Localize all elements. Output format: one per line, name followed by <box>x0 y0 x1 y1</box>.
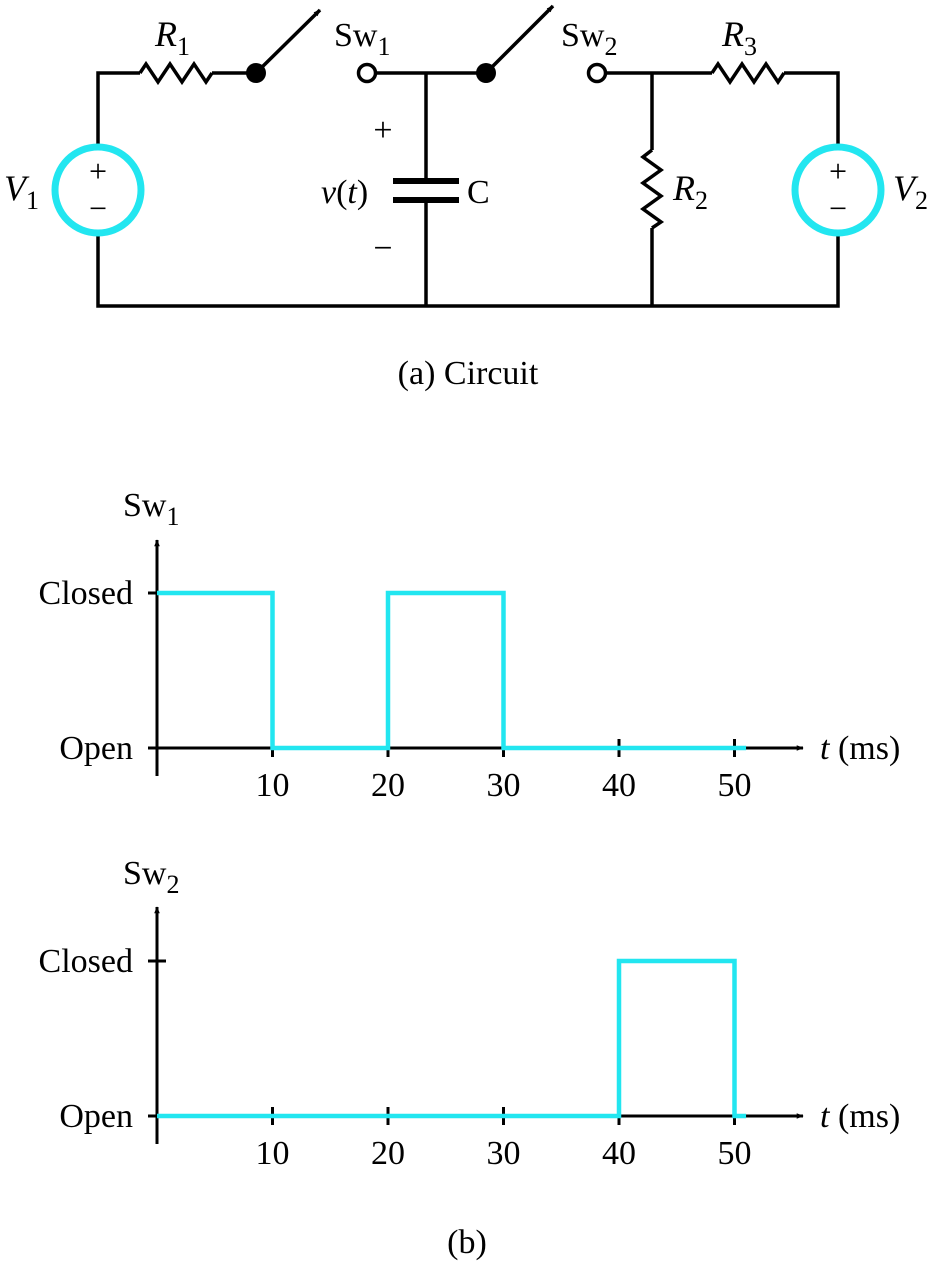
x-tick-label: 20 <box>371 767 405 804</box>
r1-resistor <box>138 60 214 86</box>
v2-plus: + <box>829 153 847 189</box>
x-tick-label: 20 <box>371 1135 405 1172</box>
v1-minus: − <box>89 190 107 226</box>
switch-state-line <box>157 590 747 751</box>
r2-resistor <box>640 148 665 230</box>
y-tick-label-closed: Closed <box>39 575 133 612</box>
plot-title: Sw2 <box>123 855 179 899</box>
x-tick-label: 10 <box>256 767 290 804</box>
sw1-label: Sw1 <box>334 17 390 61</box>
x-axis-label: t (ms) <box>820 730 900 767</box>
r3-label: R3 <box>721 14 757 61</box>
r1-label: R1 <box>154 14 190 61</box>
sw2-switch <box>476 4 608 84</box>
wires <box>96 71 840 308</box>
v2-minus: − <box>829 190 847 226</box>
x-tick-label: 30 <box>487 1135 521 1172</box>
circuit: + − + − R1 R3 R2 Sw1 Sw2 V1 V2 C v(t) + … <box>4 4 928 392</box>
y-tick-label-open: Open <box>59 1098 133 1135</box>
capacitor-label: C <box>467 174 490 211</box>
v1-source: + − <box>51 143 145 237</box>
v1-label: V1 <box>4 168 39 215</box>
r3-resistor <box>710 60 786 86</box>
x-tick-label: 50 <box>718 767 752 804</box>
capacitor <box>393 178 459 203</box>
v1-plus: + <box>89 153 107 189</box>
caption-b: (b) <box>447 1224 487 1261</box>
y-tick-label-closed: Closed <box>39 943 133 980</box>
x-tick-label: 10 <box>256 1135 290 1172</box>
sw1-timing-plot: Open Closed 10 20 30 40 50 Sw1 t (ms) <box>39 487 901 804</box>
caption-a: (a) Circuit <box>398 355 539 392</box>
v2-label: V2 <box>893 168 928 215</box>
x-tick-label: 40 <box>602 767 636 804</box>
x-tick-label: 30 <box>487 767 521 804</box>
sw1-switch <box>246 8 378 84</box>
switch-state-line <box>157 958 747 1119</box>
sw2-timing-plot: Open Closed 10 20 30 40 50 Sw2 t (ms) <box>39 855 901 1172</box>
x-tick-label: 40 <box>602 1135 636 1172</box>
v2-source: + − <box>791 143 885 237</box>
voltage-plus: + <box>373 112 392 149</box>
voltage-label: v(t) <box>321 174 368 211</box>
y-tick-label-open: Open <box>59 730 133 767</box>
x-tick-label: 50 <box>718 1135 752 1172</box>
voltage-minus: − <box>373 230 392 267</box>
x-axis-label: t (ms) <box>820 1098 900 1135</box>
r2-label: R2 <box>672 168 708 215</box>
sw2-label: Sw2 <box>561 17 617 61</box>
plot-title: Sw1 <box>123 487 179 531</box>
